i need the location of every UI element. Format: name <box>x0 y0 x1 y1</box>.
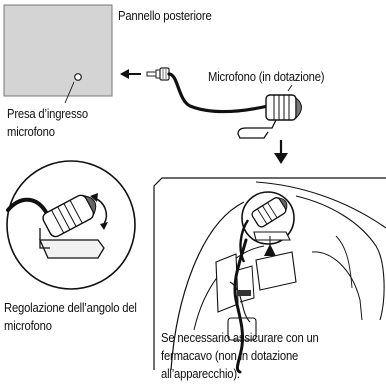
arrow-left-icon <box>120 69 141 79</box>
mic-input-label-line2: microfono <box>7 125 55 139</box>
angle-adjustment-illustration <box>6 160 136 290</box>
mic-cable <box>167 72 270 114</box>
mic-input-jack <box>74 73 82 81</box>
cable-tie-note-line2: fermacavo (non in dotazione <box>161 349 299 363</box>
mic-jack-icon <box>146 67 170 81</box>
mic-supplied-label: Microfono (in dotazione) <box>208 70 325 84</box>
microphone-illustration <box>237 84 302 139</box>
arrow-down-icon <box>274 140 288 164</box>
jack-leader-line <box>64 81 75 104</box>
cable-clamp <box>237 290 251 296</box>
dashboard-installation-illustration <box>153 177 386 374</box>
mic-input-label-line1: Presa d’ingresso <box>7 107 88 121</box>
cable-tie-note-line1: Se necessario assicurare con un <box>161 331 319 345</box>
rotate-arrow-icon <box>90 193 108 230</box>
rear-panel-label: Pannello posteriore <box>118 9 212 23</box>
angle-adjust-label-line2: microfono <box>4 319 52 333</box>
cable-tie-note-line3: all’apparecchio). <box>161 367 240 381</box>
rear-panel-box <box>3 4 113 97</box>
angle-adjust-label-line1: Regolazione dell’angolo del <box>4 301 137 315</box>
